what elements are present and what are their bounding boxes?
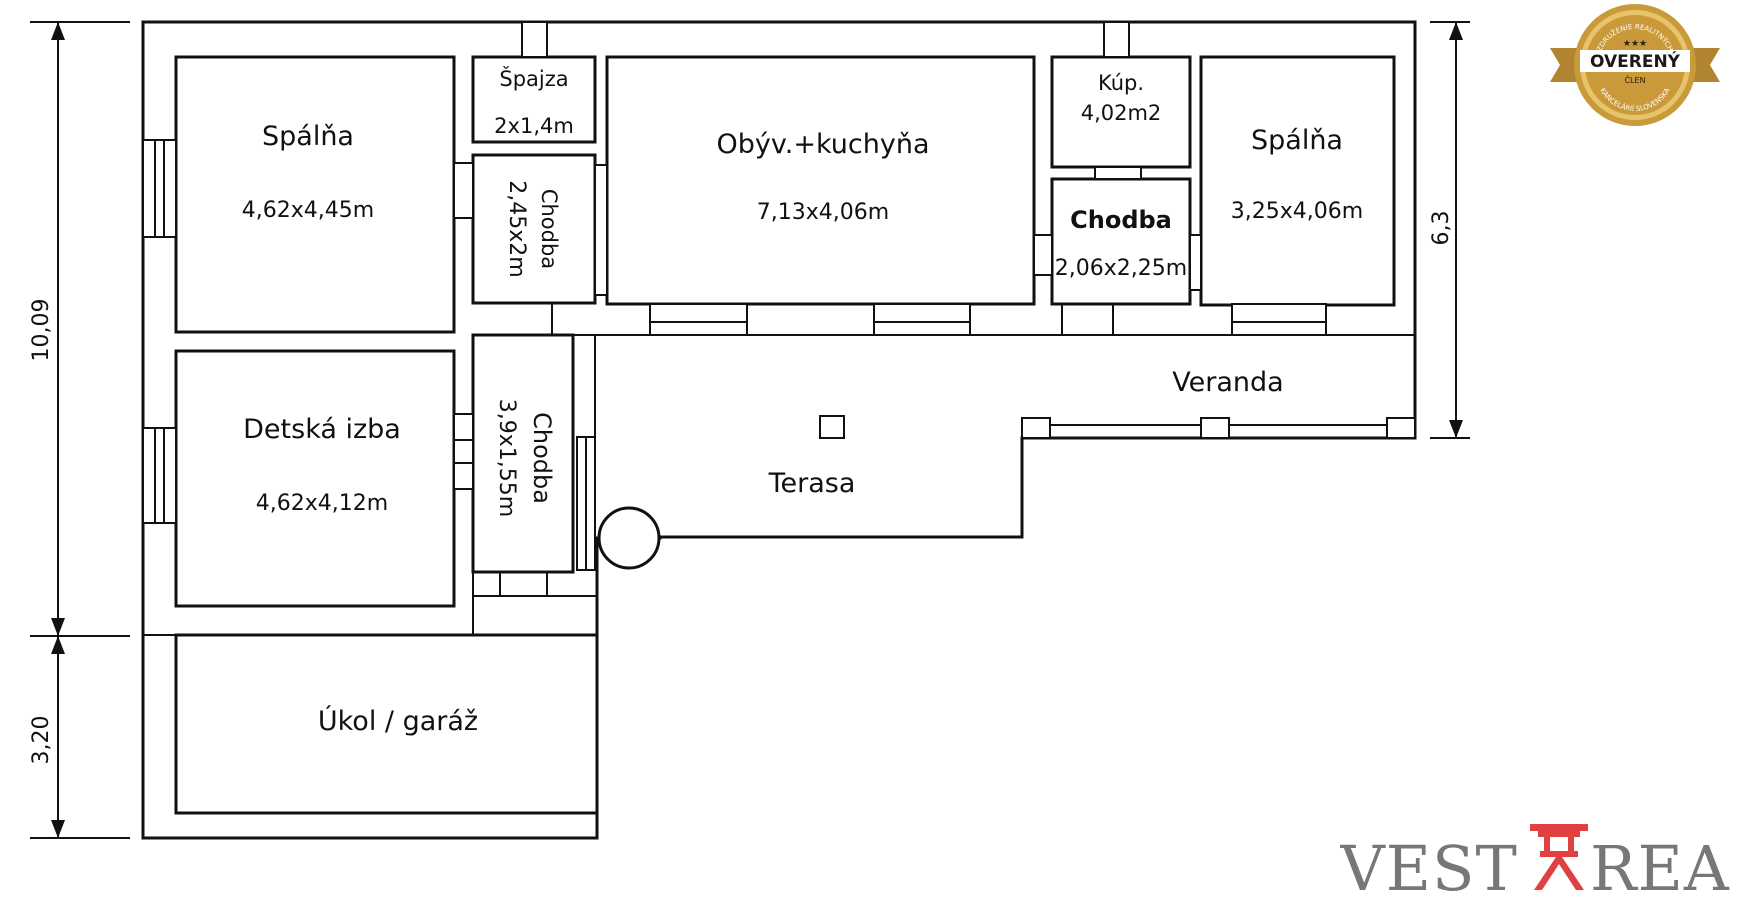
dim-left-upper: 10,09 bbox=[29, 299, 54, 362]
dimension-left: 10,09 3,20 bbox=[29, 21, 130, 839]
badge-main: OVERENÝ bbox=[1590, 50, 1681, 72]
label-detska: Detská izba bbox=[243, 414, 401, 445]
verified-member-badge: ZDRUŽENIE REALITNÝCH ★★★ OVERENÝ ČLEN KA… bbox=[1550, 4, 1720, 126]
badge-banner bbox=[1580, 50, 1690, 72]
room-spalna-right bbox=[1199, 55, 1396, 307]
badge-stars: ★★★ bbox=[1623, 39, 1647, 49]
brand-right: REAL bbox=[1590, 832, 1730, 900]
label-group-chodba-top: Chodba 2,45x2m bbox=[504, 180, 561, 277]
label-spalna-left: Spálňa bbox=[262, 121, 354, 152]
room-chodba-mid bbox=[471, 333, 575, 574]
label-spalna-right: Spálňa bbox=[1251, 125, 1343, 156]
size-chodba-top: 2,45x2m bbox=[504, 180, 529, 277]
room-kup bbox=[1050, 55, 1192, 169]
size-spalna-right: 3,25x4,06m bbox=[1231, 199, 1363, 224]
room-obyv bbox=[605, 55, 1036, 306]
size-chodba-mid: 3,9x1,55m bbox=[494, 399, 519, 517]
room-detska bbox=[174, 349, 456, 608]
brand-left: VEST bbox=[1340, 832, 1518, 900]
label-terasa: Terasa bbox=[768, 468, 856, 499]
label-chodba-top: Chodba bbox=[537, 189, 561, 269]
dimension-right: 6,3 bbox=[1429, 21, 1470, 439]
size-detska: 4,62x4,12m bbox=[256, 491, 388, 516]
size-spalna-left: 4,62x4,45m bbox=[242, 198, 374, 223]
round-column bbox=[597, 506, 661, 570]
room-spajza bbox=[471, 55, 597, 144]
label-chodba-mid: Chodba bbox=[528, 412, 556, 504]
size-spajza: 2x1,4m bbox=[494, 114, 574, 138]
label-kup: Kúp. bbox=[1098, 71, 1144, 95]
size-chodba-right: 2,06x2,25m bbox=[1055, 256, 1187, 281]
badge-sub: ČLEN bbox=[1624, 74, 1645, 85]
vestareal-logo: VEST REAL bbox=[1340, 824, 1730, 900]
label-veranda: Veranda bbox=[1172, 367, 1283, 398]
label-garaz: Úkol / garáž bbox=[318, 705, 478, 737]
label-obyv: Obýv.+kuchyňa bbox=[717, 129, 930, 160]
dim-left-lower: 3,20 bbox=[29, 716, 54, 765]
room-chodba-right bbox=[1050, 177, 1192, 306]
label-chodba-right: Chodba bbox=[1070, 206, 1172, 234]
room-spalna-left bbox=[174, 55, 456, 334]
windows bbox=[142, 21, 1416, 571]
size-kup: 4,02m2 bbox=[1081, 101, 1162, 125]
pillar-mark bbox=[819, 415, 845, 439]
label-group-chodba-mid: Chodba 3,9x1,55m bbox=[494, 399, 556, 517]
dim-right: 6,3 bbox=[1429, 211, 1454, 246]
label-spajza: Špajza bbox=[499, 66, 568, 91]
room-chodba-top bbox=[471, 153, 597, 305]
room-garaz bbox=[174, 633, 599, 815]
size-obyv: 7,13x4,06m bbox=[757, 200, 889, 225]
brand-mark-icon bbox=[1530, 824, 1588, 890]
